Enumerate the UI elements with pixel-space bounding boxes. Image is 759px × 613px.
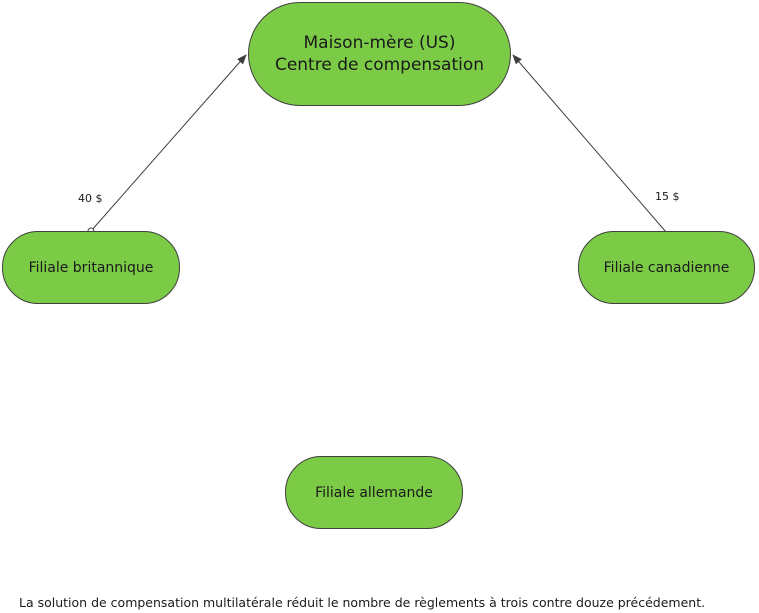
- node-german-subsidiary-label: Filiale allemande: [315, 484, 433, 501]
- node-canadian-subsidiary-label: Filiale canadienne: [603, 259, 730, 276]
- flow-amount-ca: 15 $: [655, 190, 680, 203]
- node-uk-subsidiary-label: Filiale britannique: [28, 259, 154, 276]
- node-parent-company-role: Centre de compensation: [274, 55, 485, 75]
- node-uk-subsidiary: Filiale britannique: [2, 231, 180, 304]
- node-parent-company: Maison-mère (US) Centre de compensation: [248, 2, 511, 106]
- flow-amount-uk: 40 $: [78, 192, 103, 205]
- node-german-subsidiary: Filiale allemande: [285, 456, 463, 529]
- arrow-ca-to-hq: [512, 54, 667, 233]
- diagram-caption: La solution de compensation multilatéral…: [19, 595, 706, 610]
- node-parent-company-name: Maison-mère (US): [303, 33, 456, 53]
- arrow-uk-to-hq: [90, 54, 247, 232]
- node-canadian-subsidiary: Filiale canadienne: [578, 231, 755, 304]
